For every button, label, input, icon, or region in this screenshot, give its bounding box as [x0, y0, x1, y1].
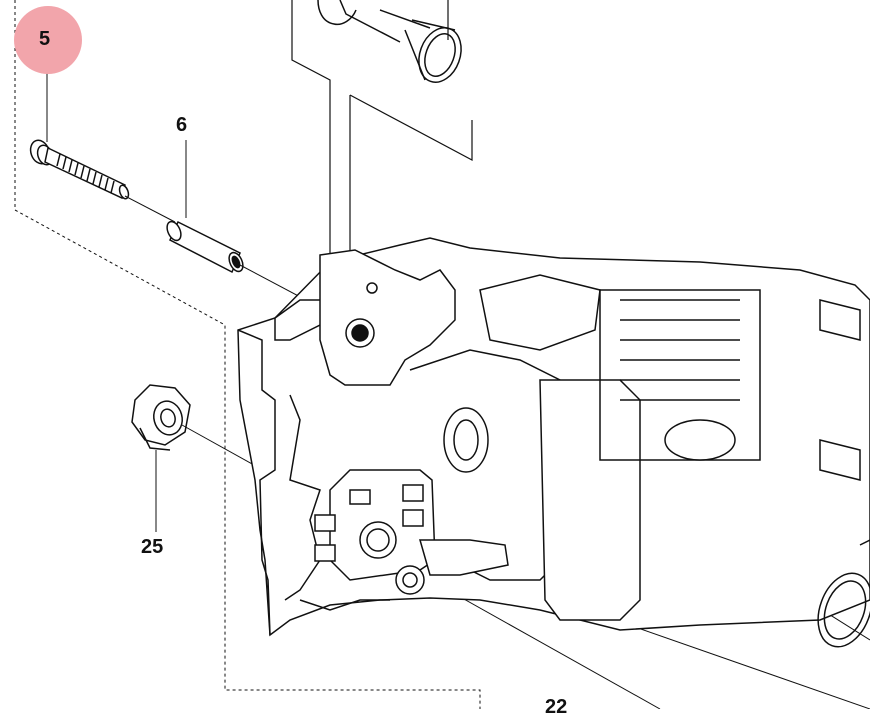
- dashed-assembly-boundary: [14, 0, 481, 709]
- part-5-highlight-circle: [14, 6, 82, 74]
- spring-part-bottom-right: [817, 539, 870, 648]
- spacer-sleeve-part-6: [166, 220, 244, 274]
- callout-label-6[interactable]: 6: [176, 114, 188, 136]
- spring-part-top: [317, 0, 462, 83]
- crankcase-housing: [237, 237, 870, 637]
- callout-label-5[interactable]: 5: [39, 28, 51, 50]
- bolt-part-5: [29, 139, 130, 200]
- callout-label-25[interactable]: 25: [141, 536, 164, 558]
- callout-label-22[interactable]: 22: [545, 696, 568, 718]
- flange-nut-part-25: [131, 384, 191, 451]
